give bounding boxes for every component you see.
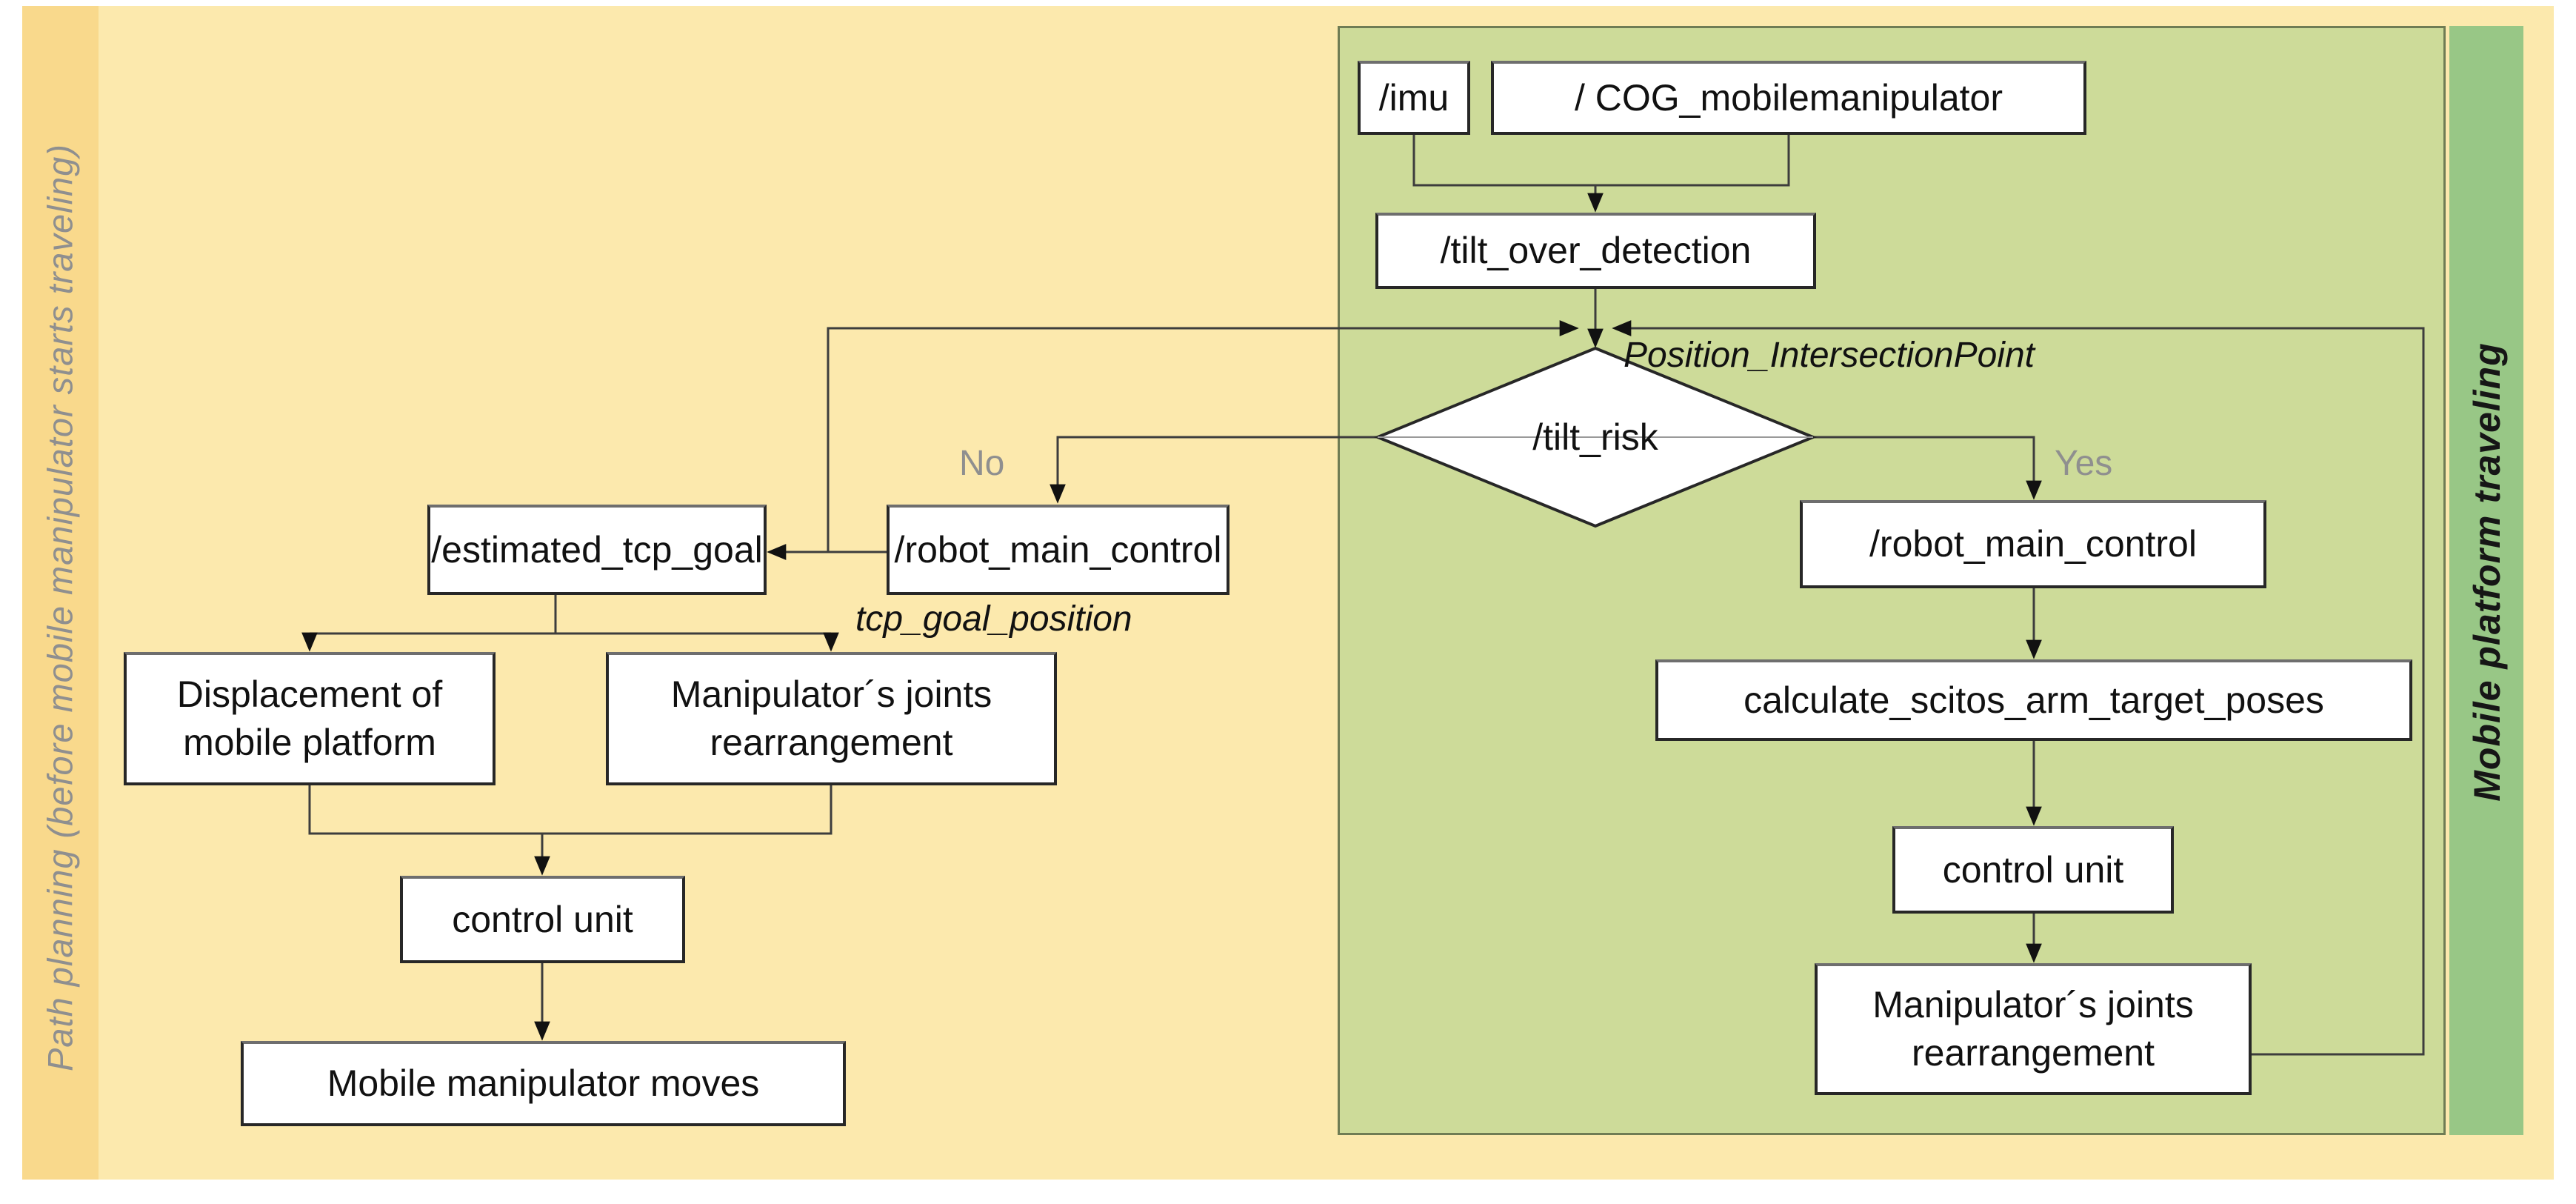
node-mobile-manipulator-moves: Mobile manipulator moves bbox=[241, 1041, 846, 1126]
path-planning-lane bbox=[22, 6, 99, 1180]
node-imu: /imu bbox=[1358, 61, 1470, 135]
node-robot-main-control-left: /robot_main_control bbox=[887, 505, 1229, 595]
edge-yes-branch bbox=[1813, 436, 2042, 500]
edge-converge bbox=[308, 785, 832, 835]
edge-estimated-split bbox=[310, 595, 831, 635]
node-robot-main-control-right: /robot_main_control bbox=[1800, 500, 2266, 588]
node-calculate-scitos-arm-target-poses: calculate_scitos_arm_target_poses bbox=[1655, 659, 2412, 741]
node-displacement-mobile-platform: Displacement of mobile platform bbox=[124, 652, 495, 785]
edge-left-feedback-to-junction bbox=[827, 320, 1579, 552]
label-yes: Yes bbox=[2055, 444, 2113, 483]
label-position-intersection-point: Position_IntersectionPoint bbox=[1624, 336, 2035, 375]
node-tilt-over-detection: /tilt_over_detection bbox=[1375, 213, 1816, 289]
edge-imu-cog-merge bbox=[1412, 135, 1790, 187]
mobile-platform-traveling-lane bbox=[2449, 26, 2523, 1135]
node-manipulators-joints-left: Manipulator´s joints rearrangement bbox=[606, 652, 1057, 785]
node-tilt-risk-label: /tilt_risk bbox=[1532, 416, 1658, 458]
edge-no-branch bbox=[1050, 436, 1378, 504]
node-control-unit-right: control unit bbox=[1892, 826, 2174, 914]
node-cog-mobilemanipulator: / COG_mobilemanipulator bbox=[1491, 61, 2086, 135]
node-manipulators-joints-right: Manipulator´s joints rearrangement bbox=[1815, 963, 2252, 1095]
node-control-unit-left: control unit bbox=[400, 876, 685, 963]
edge-right-feedback-to-junction bbox=[1612, 320, 2425, 1056]
label-tcp-goal-position: tcp_goal_position bbox=[855, 599, 1132, 639]
label-no: No bbox=[959, 444, 1005, 483]
node-estimated-tcp-goal: /estimated_tcp_goal bbox=[427, 505, 767, 595]
